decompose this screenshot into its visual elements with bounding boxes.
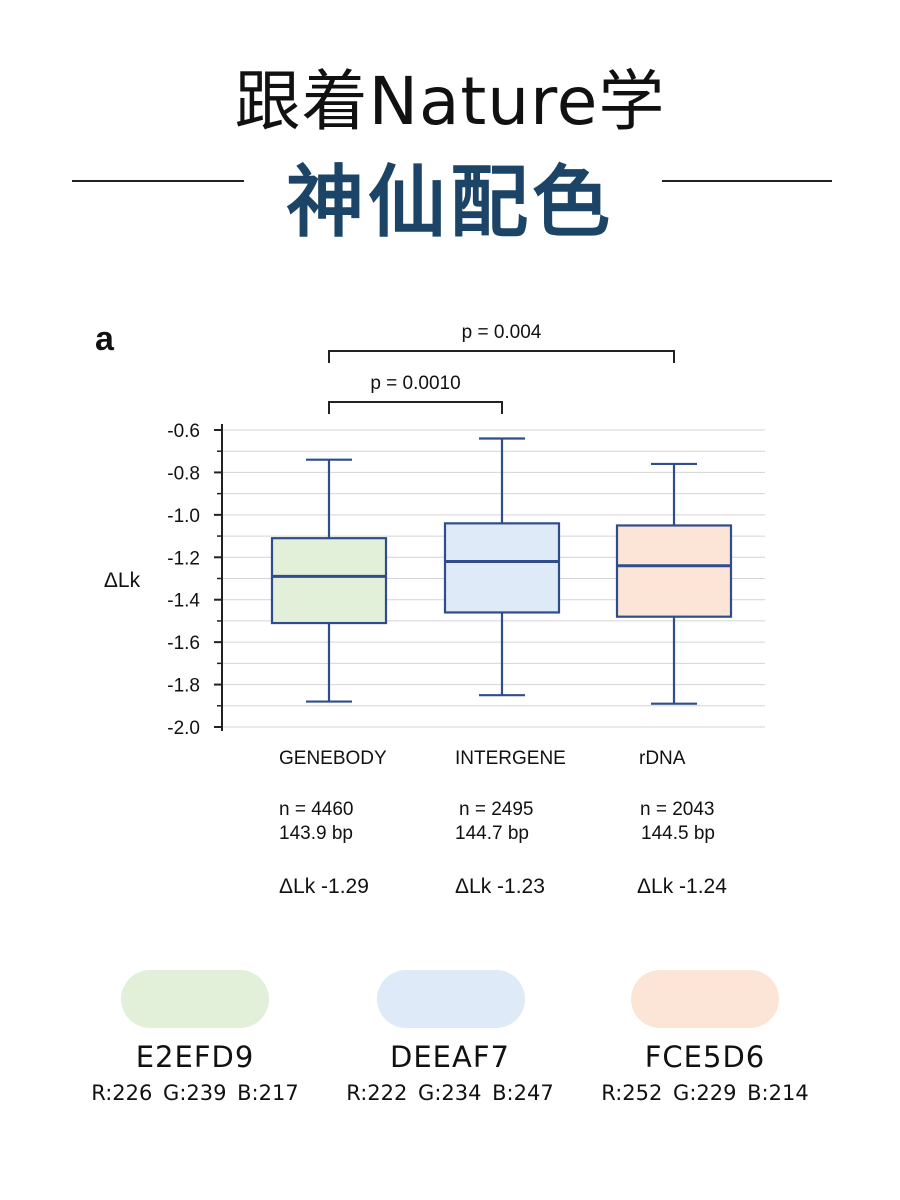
page-subtitle: 神仙配色 [285, 158, 614, 248]
significance-bracket [328, 350, 675, 363]
significance-bracket [328, 401, 503, 414]
bp-label: 143.9 bp [279, 823, 353, 844]
delta-lk-label: ΔLk -1.23 [455, 875, 545, 898]
rgb-label-peach: R:252 G:229 B:214 [601, 1081, 809, 1105]
divider-left [72, 180, 244, 182]
delta-lk-label: ΔLk -1.29 [279, 875, 369, 898]
hex-label-peach: FCE5D6 [644, 1040, 766, 1074]
bp-label: 144.5 bp [641, 823, 715, 844]
bp-label: 144.7 bp [455, 823, 529, 844]
rgb-label-green: R:226 G:239 B:217 [91, 1081, 299, 1105]
y-axis-label: ΔLk [104, 569, 141, 592]
rgb-label-blue: R:222 G:234 B:247 [346, 1081, 554, 1105]
n-count-label: n = 4460 [279, 799, 354, 820]
divider-right [662, 180, 832, 182]
y-tick-label: -1.0 [167, 506, 200, 527]
y-tick-label: -1.6 [167, 633, 200, 654]
hex-label-blue: DEEAF7 [390, 1040, 510, 1074]
page-title: 跟着Nature学 [234, 63, 666, 140]
hex-label-green: E2EFD9 [135, 1040, 255, 1074]
box-plot-chart: a -0.6 -0.8 -1.0 -1.2 -1.4 -1.6 -1.8 -2.0 ΔLkGENE… [95, 320, 765, 898]
panel-label: a [95, 320, 115, 358]
y-tick-label: -0.8 [167, 463, 200, 484]
p-value-label: p = 0.004 [462, 322, 542, 343]
n-count-label: n = 2495 [459, 799, 534, 820]
y-tick-label: -1.4 [167, 591, 200, 612]
delta-lk-label: ΔLk -1.24 [637, 875, 727, 898]
y-tick-label: -1.8 [167, 676, 200, 697]
y-tick-label: -0.6 [167, 421, 200, 442]
y-tick-label: -2.0 [167, 718, 200, 739]
p-value-label: p = 0.0010 [370, 373, 460, 394]
swatch-blue [377, 970, 525, 1028]
n-count-label: n = 2043 [640, 799, 715, 820]
x-category-label: rDNA [639, 748, 686, 769]
box-genebody [270, 537, 388, 625]
x-category-label: INTERGENE [455, 748, 566, 769]
box-rdna [615, 524, 733, 618]
box-intergene [443, 522, 561, 614]
x-category-label: GENEBODY [279, 748, 387, 769]
swatch-peach [631, 970, 779, 1028]
swatch-green [121, 970, 269, 1028]
y-tick-label: -1.2 [167, 548, 200, 569]
